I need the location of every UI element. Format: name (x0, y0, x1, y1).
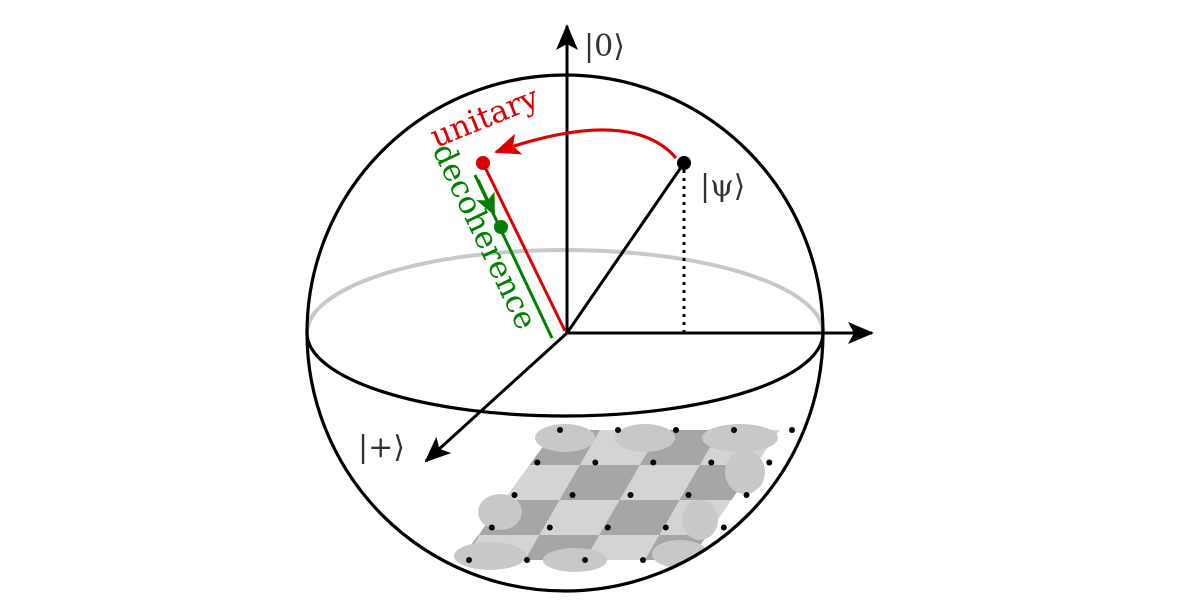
state-label: |ψ⟩ (700, 169, 745, 204)
lattice-node (673, 427, 679, 433)
state-vector (565, 162, 686, 334)
unitary-vector (481, 162, 567, 332)
unitary-arc (494, 128, 678, 160)
lattice-node (720, 524, 727, 531)
equator-front (305, 332, 825, 418)
lattice-node (511, 492, 518, 498)
lattice-lobe (478, 494, 522, 530)
lattice-node (534, 459, 541, 466)
lattice-node (524, 557, 530, 563)
lattice-nodes (466, 427, 795, 563)
state-point (677, 156, 691, 170)
lattice-node (640, 557, 646, 563)
lattice-node (627, 492, 634, 498)
lattice (454, 424, 795, 572)
lattice-node (708, 459, 715, 466)
lattice-lobe (682, 500, 718, 540)
z-axis-label: |0⟩ (584, 29, 625, 64)
lattice-node (604, 524, 611, 531)
x-axis-label: |+⟩ (358, 430, 405, 465)
equator-back (305, 248, 825, 334)
unitary-point (476, 156, 490, 170)
lattice-lobe (725, 450, 765, 494)
lattice-node (582, 557, 588, 563)
lattice-node (466, 557, 472, 563)
lattice-node (685, 492, 692, 498)
lattice-node (698, 557, 704, 563)
lattice-node (743, 492, 750, 498)
lattice-lobe (543, 548, 607, 572)
lattice-node (557, 427, 563, 433)
lattice-node (731, 427, 737, 433)
lattice-node (615, 427, 621, 433)
lattice-node (766, 459, 773, 466)
lattice-lobe (535, 424, 595, 452)
lattice-lobe (615, 424, 675, 452)
lattice-node (662, 524, 669, 531)
lattice-node (546, 524, 553, 531)
lattice-node (789, 427, 795, 433)
lattice-node (569, 492, 576, 498)
lattice-node (650, 459, 657, 466)
lattice-node (592, 459, 599, 466)
x-axis (424, 331, 569, 463)
lattice-lobe (454, 542, 526, 570)
lattice-lobe (702, 424, 778, 452)
lattice-node (488, 524, 495, 531)
decoherence-point (494, 220, 508, 234)
decoherence-arrow (476, 179, 496, 216)
